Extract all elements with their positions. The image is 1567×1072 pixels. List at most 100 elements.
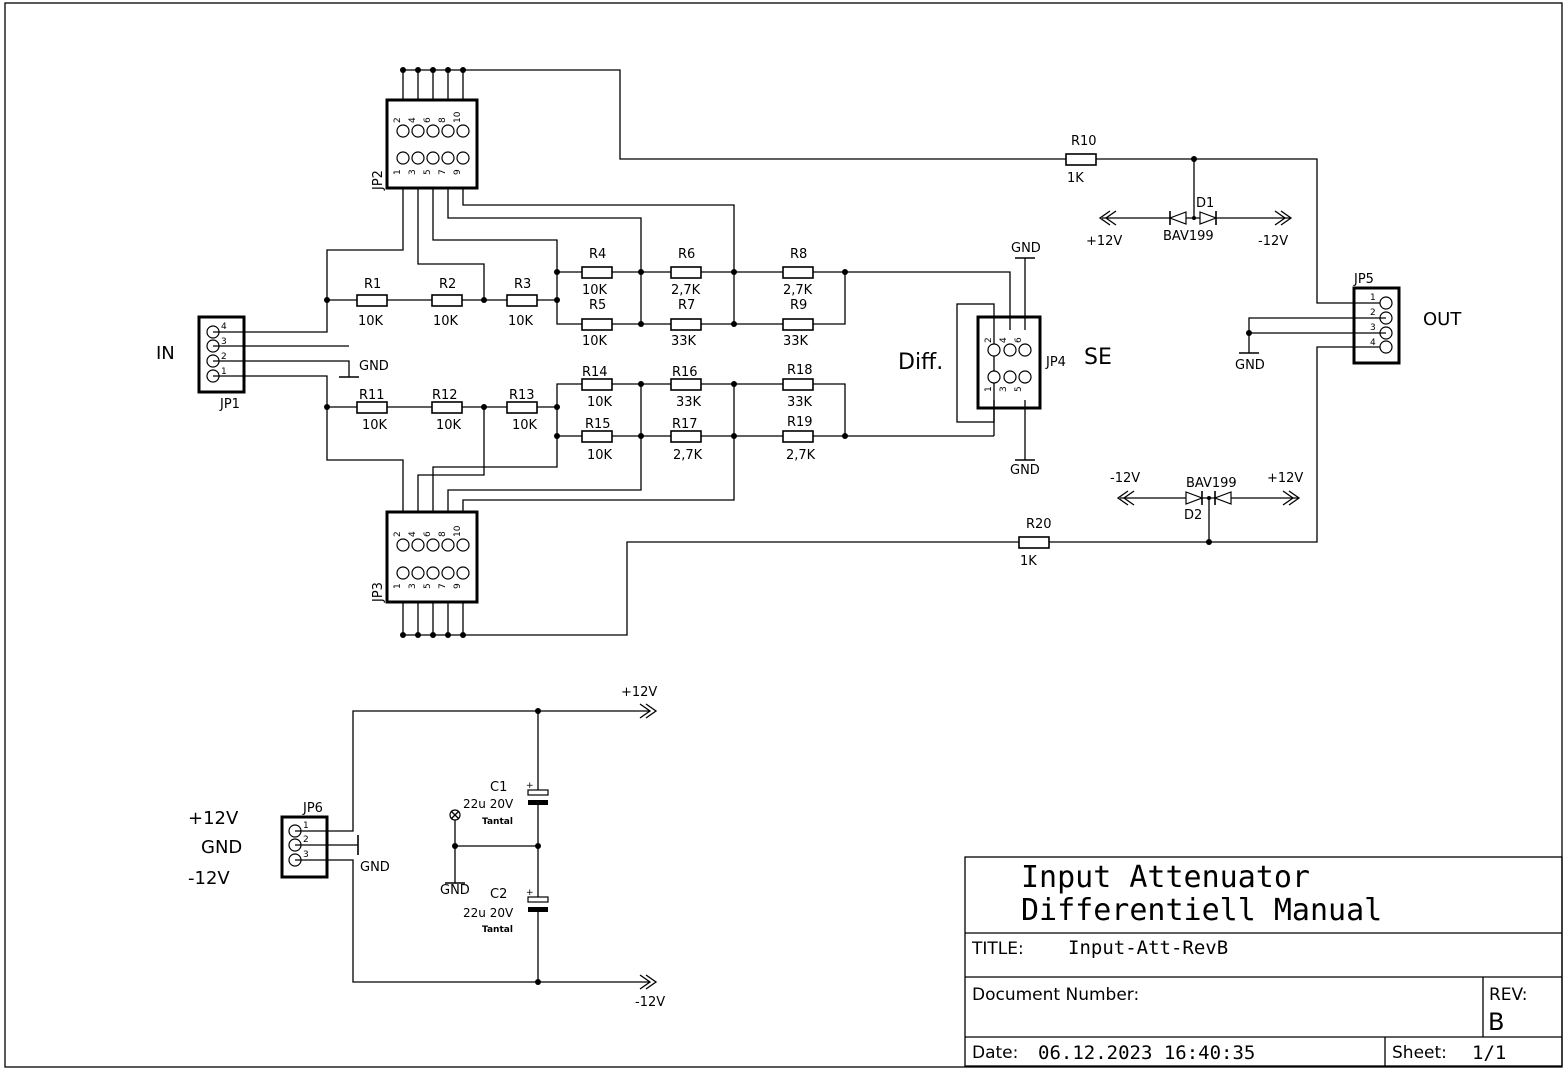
power-label-gnd: GND xyxy=(201,837,242,858)
resistor-ref: R9 xyxy=(790,298,807,313)
output-label: OUT xyxy=(1423,309,1462,330)
revision-value: B xyxy=(1488,1008,1504,1036)
pin-label: 4 xyxy=(408,117,418,123)
resistor-labels-lower: R11 10K R12 10K R13 10K R14 10K R15 10K … xyxy=(359,363,816,463)
capacitor-type: Tantal xyxy=(482,925,513,935)
capacitor-ref: C1 xyxy=(490,780,507,795)
sheet-frame xyxy=(4,2,1563,1068)
pin-label: 4 xyxy=(1370,338,1376,348)
pin-label: 3 xyxy=(221,337,227,347)
pin-label: 2 xyxy=(303,835,309,845)
pin-label: 2 xyxy=(393,117,403,123)
pin-label: 7 xyxy=(438,583,448,589)
resistor-ref: R12 xyxy=(432,388,458,403)
resistor-value: 2,7K xyxy=(673,448,703,463)
gnd-label: GND xyxy=(359,359,389,374)
capacitor-c2: + xyxy=(526,888,549,912)
power-label-m12: -12V xyxy=(188,868,230,889)
pin-label: 9 xyxy=(453,169,463,175)
arrow-icon xyxy=(639,703,658,719)
svg-text:+: + xyxy=(526,781,534,791)
gnd-label: GND xyxy=(440,883,470,898)
resistor-ref: R17 xyxy=(672,417,698,432)
connector-ref: JP5 xyxy=(1353,272,1374,287)
wire xyxy=(402,69,1066,160)
wire xyxy=(1049,346,1386,543)
gnd-label: GND xyxy=(1010,463,1040,478)
gnd-label: GND xyxy=(1011,241,1041,256)
wire xyxy=(1248,317,1386,353)
connector-ref: JP6 xyxy=(302,801,323,816)
diff-label: Diff. xyxy=(898,350,943,375)
resistor-value: 10K xyxy=(362,418,388,433)
resistor-ref: R1 xyxy=(364,277,381,292)
pin-label: 1 xyxy=(393,583,403,589)
resistor-ref: R2 xyxy=(439,277,456,292)
resistor-r2 xyxy=(431,294,463,307)
pin-label: 5 xyxy=(1014,386,1024,392)
resistor-ref: R11 xyxy=(359,388,385,403)
pin-label: 5 xyxy=(423,169,433,175)
capacitor-value: 22u 20V xyxy=(463,797,514,811)
resistor-r15 xyxy=(581,430,613,443)
pin-label: 3 xyxy=(999,386,1009,392)
pin-label: 6 xyxy=(1014,337,1024,343)
resistor-r1 xyxy=(356,294,388,307)
power-label-p12: +12V xyxy=(188,808,239,829)
resistor-value: 33K xyxy=(787,395,813,410)
net-label-m12: -12V xyxy=(1110,471,1140,486)
resistor-labels-upper: R1 10K R2 10K R3 10K R4 10K R5 10K R6 2,… xyxy=(358,247,813,349)
date-label: Date: xyxy=(972,1043,1018,1063)
gnd-label: GND xyxy=(360,860,390,875)
resistor-r6 xyxy=(670,266,702,279)
resistor-r13 xyxy=(506,401,538,414)
pin-label: 2 xyxy=(1370,308,1376,318)
net-label-p12: +12V xyxy=(1267,471,1303,486)
pin-label: 6 xyxy=(423,117,433,123)
pin-label: 4 xyxy=(999,337,1009,343)
pin-label: 1 xyxy=(984,386,994,392)
resistor-r14 xyxy=(581,378,613,391)
connector-ref: JP2 xyxy=(371,170,386,191)
diode-value: BAV199 xyxy=(1186,476,1237,491)
resistor-ref: R18 xyxy=(787,363,813,378)
resistor-ref: R20 xyxy=(1026,517,1052,532)
pin-label: 1 xyxy=(393,169,403,175)
resistor-value: 33K xyxy=(783,334,809,349)
resistor-value: 10K xyxy=(358,314,384,329)
connector-jp1: 4 3 2 1 JP1 xyxy=(197,315,246,412)
resistor-r19 xyxy=(782,430,814,443)
diode-d1 xyxy=(1098,210,1293,226)
pin-label: 4 xyxy=(221,322,227,332)
sheet-value: 1/1 xyxy=(1472,1042,1506,1064)
resistor-ref: R15 xyxy=(585,417,611,432)
input-label: IN xyxy=(156,343,175,364)
diode-ref: D1 xyxy=(1196,196,1214,211)
resistor-value: 2,7K xyxy=(671,283,701,298)
connector-ref: JP1 xyxy=(219,397,240,412)
wire xyxy=(326,407,735,512)
connector-ref: JP3 xyxy=(371,582,386,603)
resistor-value: 10K xyxy=(512,418,538,433)
capacitor-value: 22u 20V xyxy=(463,906,514,920)
resistor-ref: R5 xyxy=(589,298,606,313)
title-value: Input-Att-RevB xyxy=(1068,937,1228,959)
pin-label: 1 xyxy=(303,821,309,831)
diode-d2 xyxy=(1116,490,1301,506)
testpoint-icon xyxy=(449,809,461,821)
svg-text:+: + xyxy=(526,888,534,898)
resistor-ref: R16 xyxy=(672,365,698,380)
revision-label: REV: xyxy=(1489,985,1528,1005)
resistor-ref: R7 xyxy=(678,298,695,313)
pin-label: 3 xyxy=(1370,323,1376,333)
resistor-value: 10K xyxy=(587,448,613,463)
net-label-p12: +12V xyxy=(621,685,657,700)
pin-label: 3 xyxy=(408,583,418,589)
title-block: Input Attenuator Differentiell Manual TI… xyxy=(964,856,1563,1067)
resistor-r3 xyxy=(506,294,538,307)
connector-ref: JP4 xyxy=(1045,355,1066,370)
net-label-p12: +12V xyxy=(1086,234,1122,249)
wire xyxy=(326,188,735,300)
resistor-value: 10K xyxy=(582,283,608,298)
connector-jp5: 1 2 3 4 JP5 xyxy=(1352,272,1401,365)
